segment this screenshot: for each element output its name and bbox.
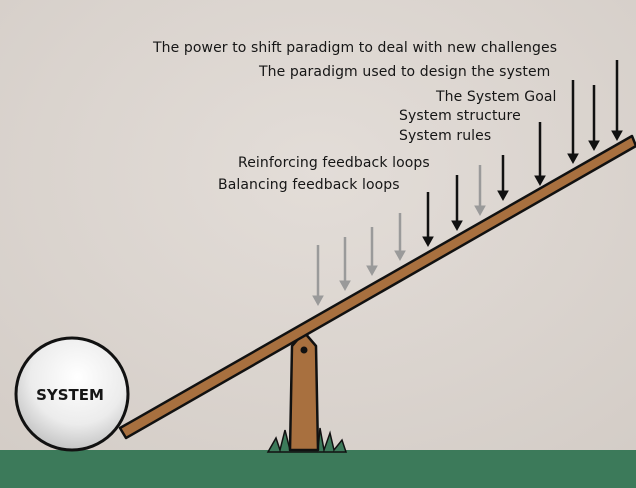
system-label: SYSTEM [36, 386, 104, 404]
force-arrow [497, 155, 509, 202]
force-arrow [422, 192, 434, 248]
force-arrow [567, 80, 579, 165]
ground [0, 450, 636, 488]
force-arrow [451, 175, 463, 232]
label-reinforcing-loops: Reinforcing feedback loops [238, 155, 430, 171]
force-arrow [339, 237, 351, 292]
label-paradigm: The paradigm used to design the system [259, 64, 551, 80]
system-ball: SYSTEM [14, 336, 130, 452]
force-arrow [312, 245, 324, 307]
label-balancing-loops: Balancing feedback loops [218, 177, 400, 193]
label-paradigm-shift: The power to shift paradigm to deal with… [153, 40, 558, 56]
force-arrow [474, 165, 486, 217]
fulcrum-pivot [300, 346, 308, 354]
force-arrow [588, 85, 600, 152]
lever-plank [118, 134, 636, 440]
force-arrow [611, 60, 623, 142]
force-arrow [394, 213, 406, 262]
fulcrum-post [288, 330, 320, 452]
force-arrow [534, 122, 546, 187]
label-system-rules: System rules [399, 128, 492, 144]
force-arrow [366, 227, 378, 277]
arrow-group [312, 60, 623, 307]
label-system-goal: The System Goal [436, 89, 557, 105]
label-system-structure: System structure [399, 108, 521, 124]
